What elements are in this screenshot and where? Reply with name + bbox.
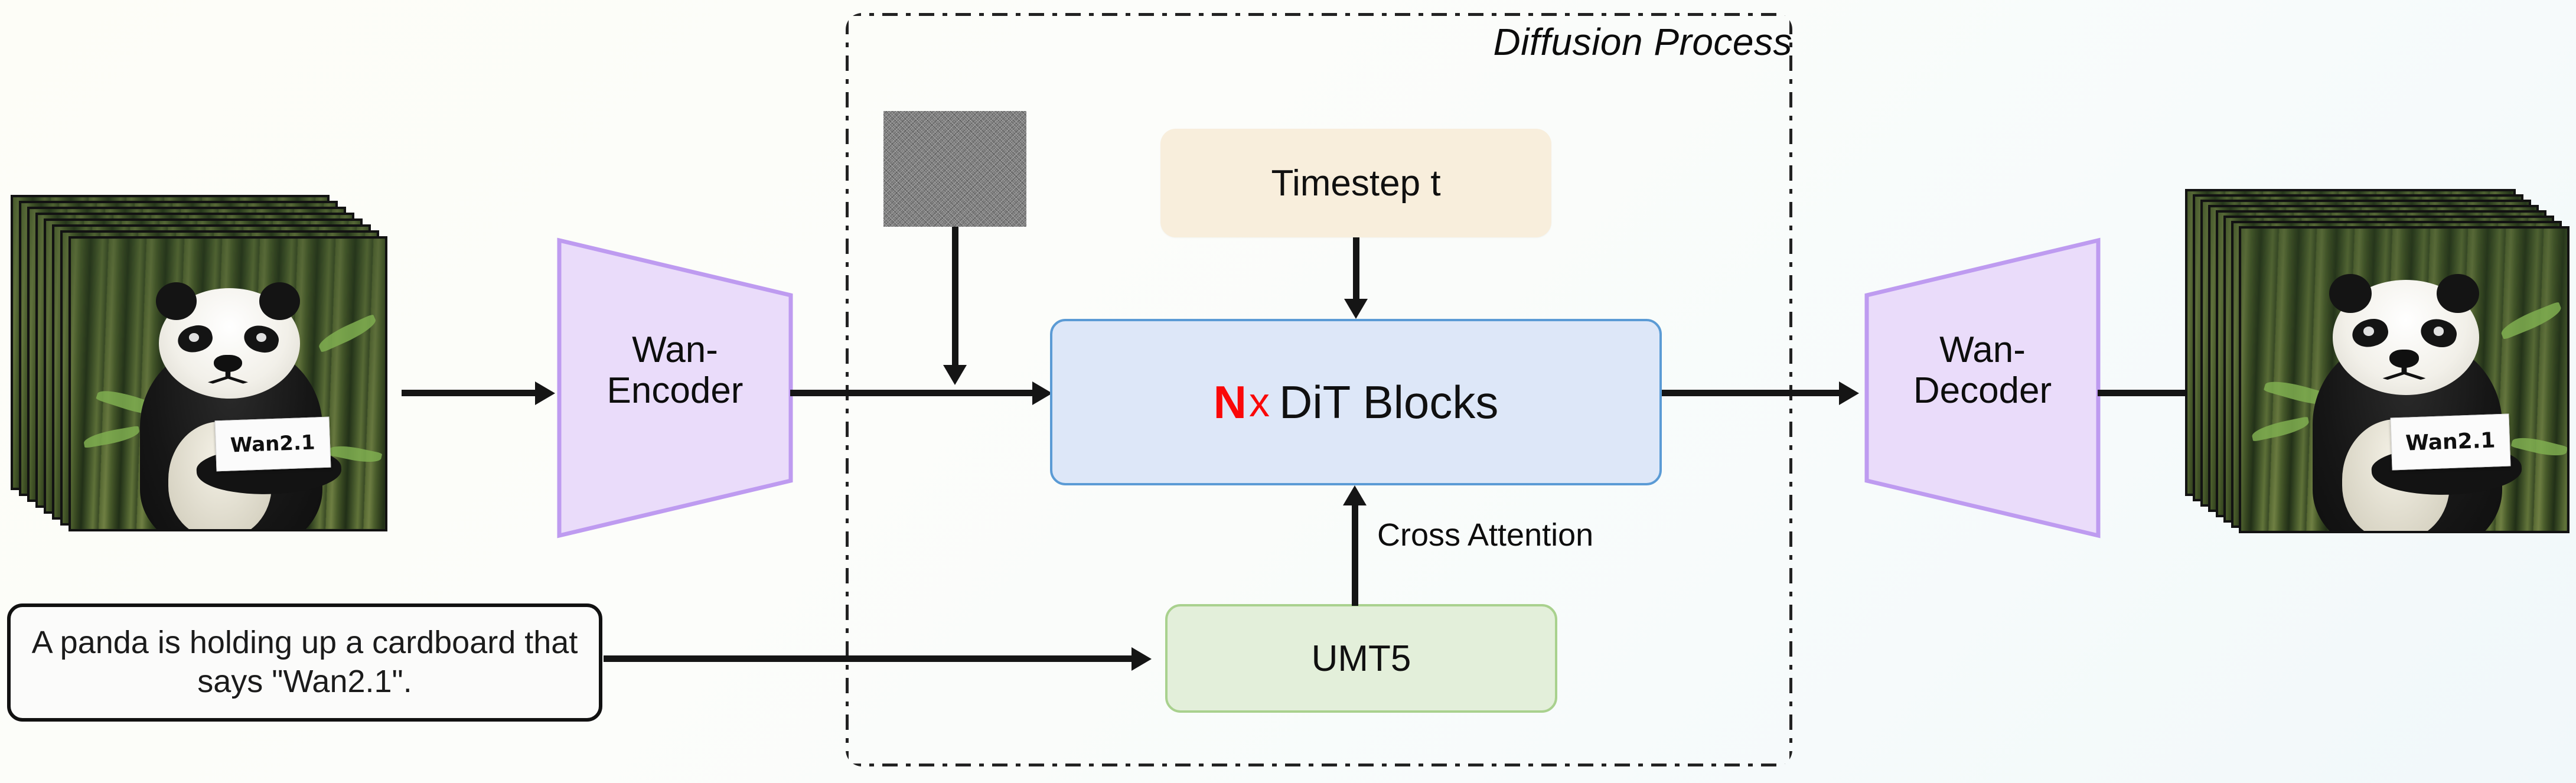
noise-patch-icon: [883, 111, 1026, 227]
timestep-label: Timestep t: [1271, 162, 1441, 204]
arrow-prompt-to-umt5-head: [1132, 647, 1152, 671]
timestep-node[interactable]: Timestep t: [1160, 129, 1551, 237]
arrow-decoder-to-output-line: [2098, 390, 2196, 396]
arrow-encoder-to-dit-head: [1032, 381, 1052, 405]
wan-decoder-node[interactable]: Wan- Decoder: [1864, 237, 2101, 539]
arrow-umt5-to-dit-head: [1343, 485, 1367, 505]
wan-decoder-shape: [1864, 237, 2101, 539]
input-video-frames: Wan2.1: [11, 195, 400, 531]
diffusion-process-label: Diffusion Process: [1493, 21, 1792, 63]
panda-sign-card: Wan2.1: [214, 416, 331, 472]
panda-sign-text: Wan2.1: [229, 430, 315, 458]
arrow-dit-to-decoder-head: [1839, 381, 1859, 405]
arrow-input-to-encoder-head: [535, 381, 555, 405]
panda-illustration: Wan2.1: [71, 239, 385, 529]
umt5-label: UMT5: [1311, 638, 1411, 679]
wan-encoder-node[interactable]: Wan- Encoder: [556, 237, 794, 539]
arrow-encoder-to-dit-line: [790, 390, 1042, 396]
arrow-timestep-to-dit-head: [1344, 299, 1368, 319]
arrow-input-to-encoder-line: [402, 390, 536, 396]
arrow-prompt-to-umt5-line: [604, 655, 1135, 662]
output-video-frames: Wan2.1: [2185, 189, 2575, 533]
panda-sign-card: Wan2.1: [2390, 413, 2511, 471]
text-prompt-value: A panda is holding up a cardboard that s…: [31, 625, 578, 699]
dit-blocks-node[interactable]: N x DiT Blocks: [1050, 319, 1662, 485]
wan-encoder-shape: [557, 237, 793, 539]
arrow-timestep-to-dit-line: [1353, 237, 1359, 301]
panda-sign-text: Wan2.1: [2405, 428, 2496, 456]
arrow-noise-line: [952, 227, 958, 367]
umt5-node[interactable]: UMT5: [1165, 604, 1557, 713]
arrow-noise-head: [943, 365, 967, 385]
frame-front: Wan2.1: [2239, 226, 2570, 533]
dit-blocks-count: N: [1213, 376, 1247, 428]
arrow-dit-to-decoder-line: [1662, 390, 1844, 396]
dit-blocks-label: DiT Blocks: [1279, 376, 1499, 428]
text-prompt-box[interactable]: A panda is holding up a cardboard that s…: [7, 603, 602, 722]
arrow-umt5-to-dit-line: [1352, 505, 1358, 606]
panda-illustration: Wan2.1: [2241, 229, 2567, 531]
frame-front: Wan2.1: [69, 236, 387, 531]
cross-attention-label: Cross Attention: [1377, 517, 1594, 553]
dit-blocks-times-symbol: x: [1249, 379, 1270, 425]
